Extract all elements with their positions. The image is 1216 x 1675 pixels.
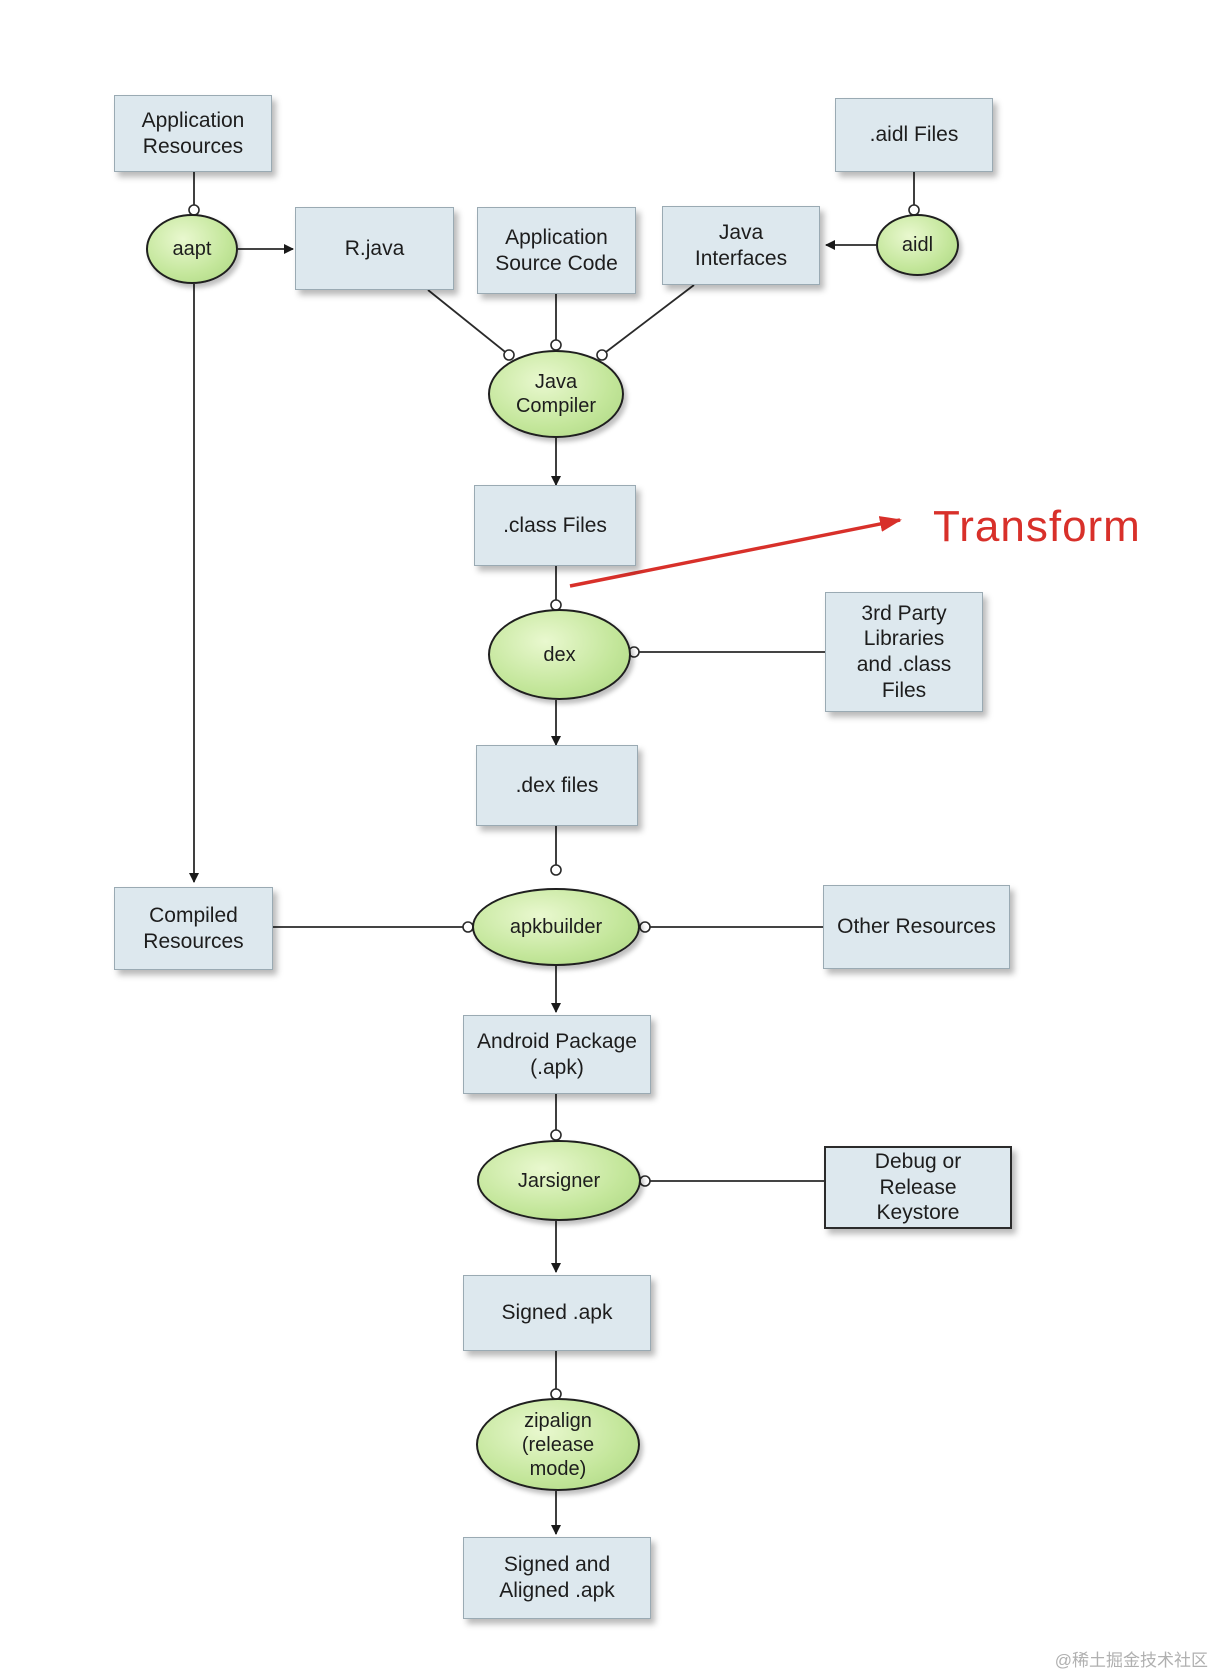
box-android-package: Android Package (.apk) bbox=[463, 1015, 651, 1094]
transform-arrow bbox=[569, 516, 902, 588]
port-apkbuilder-top bbox=[550, 864, 562, 876]
watermark: @稀土掘金技术社区 bbox=[1054, 1651, 1208, 1670]
box-other-resources: Other Resources bbox=[823, 885, 1010, 969]
edge-rjava-compiler bbox=[427, 289, 510, 356]
tool-apkbuilder: apkbuilder bbox=[472, 888, 640, 966]
port-apkbuilder-right bbox=[639, 921, 651, 933]
port-compiler-right bbox=[596, 349, 608, 361]
port-jarsigner-right bbox=[639, 1175, 651, 1187]
transform-label: Transform bbox=[933, 502, 1141, 551]
tool-java-compiler: Java Compiler bbox=[488, 350, 624, 438]
box-signed-and-aligned-apk: Signed and Aligned .apk bbox=[463, 1537, 651, 1619]
box-keystore: Debug or Release Keystore bbox=[824, 1146, 1012, 1229]
box-compiled-resources: Compiled Resources bbox=[114, 887, 273, 970]
box-class-files: .class Files bbox=[474, 485, 636, 566]
tool-jarsigner: Jarsigner bbox=[477, 1140, 641, 1221]
box-third-party-libraries: 3rd Party Libraries and .class Files bbox=[825, 592, 983, 712]
tool-dex: dex bbox=[488, 609, 631, 700]
box-r-java: R.java bbox=[295, 207, 454, 290]
edge-interfaces-compiler bbox=[601, 284, 695, 356]
box-application-resources: Application Resources bbox=[114, 95, 272, 172]
box-application-source-code: Application Source Code bbox=[477, 207, 636, 294]
box-java-interfaces: Java Interfaces bbox=[662, 206, 820, 285]
port-compiler-left bbox=[503, 349, 515, 361]
port-compiler-top bbox=[550, 339, 562, 351]
box-signed-apk: Signed .apk bbox=[463, 1275, 651, 1351]
port-jarsigner-top bbox=[550, 1129, 562, 1141]
box-dex-files: .dex files bbox=[476, 745, 638, 826]
tool-zipalign: zipalign (release mode) bbox=[476, 1398, 640, 1491]
box-aidl-files: .aidl Files bbox=[835, 98, 993, 172]
tool-aidl: aidl bbox=[876, 214, 959, 276]
tool-aapt: aapt bbox=[146, 214, 238, 284]
